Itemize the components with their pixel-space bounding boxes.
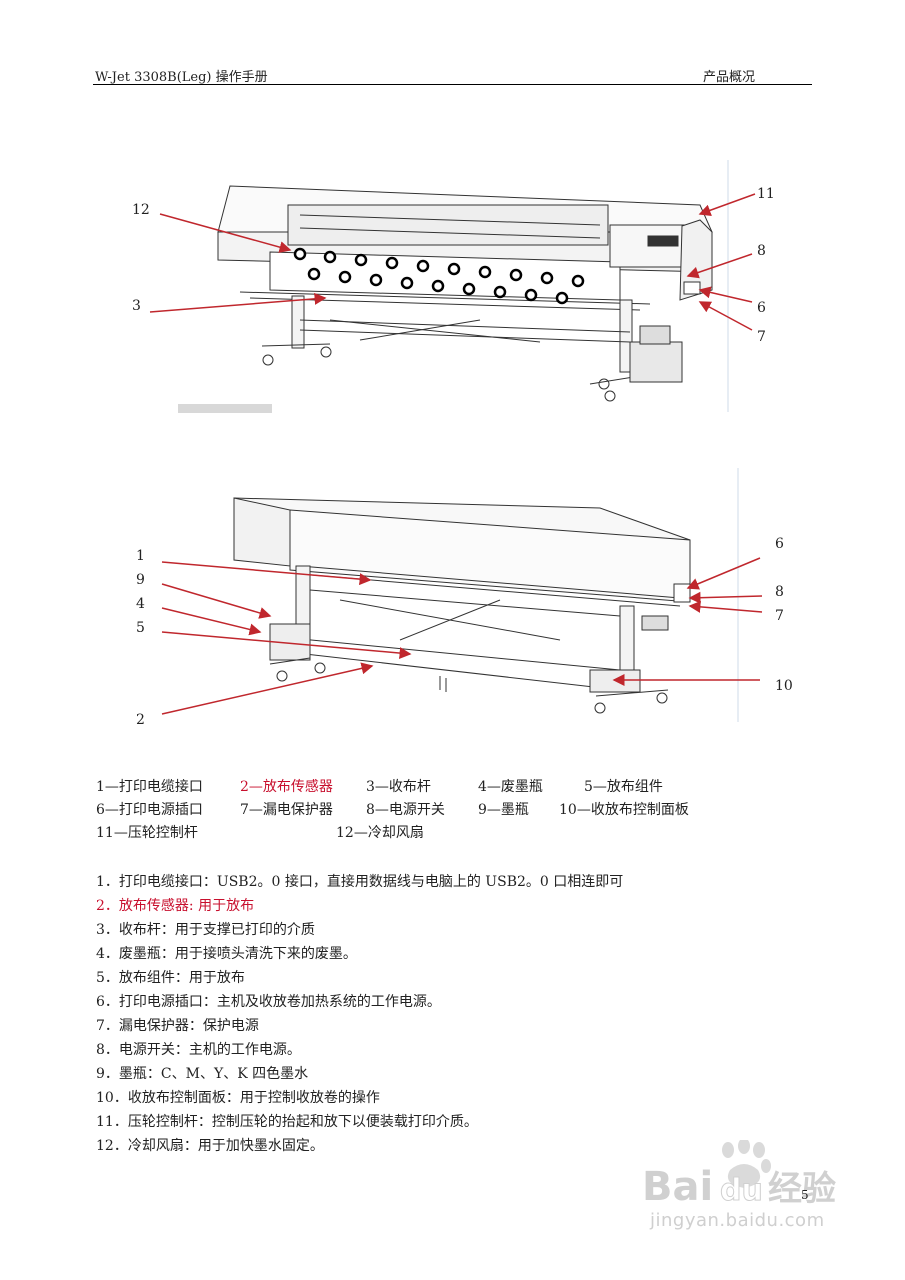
description-item: 4．废墨瓶：用于接喷头清洗下来的废墨。 bbox=[96, 946, 357, 962]
header-rule bbox=[93, 84, 812, 85]
parts-description-list: 1．打印电缆接口：USB2。0 接口，直接用数据线与电脑上的 USB2。0 口相… bbox=[96, 870, 623, 1158]
callout-2: 2 bbox=[136, 712, 145, 728]
description-item: 7．漏电保护器：保护电源 bbox=[96, 1018, 259, 1034]
legend-item: 5—放布组件 bbox=[584, 779, 663, 795]
callout-10: 10 bbox=[775, 678, 793, 694]
description-item: 11．压轮控制杆：控制压轮的抬起和放下以便装载打印介质。 bbox=[96, 1114, 478, 1130]
description-item: 2．放布传感器: 用于放布 bbox=[96, 898, 255, 914]
callout-7b: 7 bbox=[775, 608, 784, 624]
legend-item: 7—漏电保护器 bbox=[240, 802, 333, 818]
callout-9: 9 bbox=[136, 572, 145, 588]
header-title: W-Jet 3308B(Leg) 操作手册 bbox=[95, 70, 268, 85]
description-item: 6．打印电源插口：主机及收放卷加热系统的工作电源。 bbox=[96, 994, 441, 1010]
callout-6: 6 bbox=[757, 300, 766, 316]
callout-1: 1 bbox=[136, 548, 145, 564]
svg-text:Bai: Bai bbox=[642, 1164, 713, 1210]
callout-8: 8 bbox=[757, 243, 766, 259]
callout-12: 12 bbox=[132, 202, 150, 218]
page-number: 5 bbox=[801, 1188, 809, 1202]
description-item: 8．电源开关：主机的工作电源。 bbox=[96, 1042, 301, 1058]
legend-item: 3—收布杆 bbox=[366, 779, 431, 795]
legend-item: 11—压轮控制杆 bbox=[96, 825, 198, 841]
legend-item: 2—放布传感器 bbox=[240, 779, 333, 795]
callout-6b: 6 bbox=[775, 536, 784, 552]
legend-item: 6—打印电源插口 bbox=[96, 802, 203, 818]
description-item: 10．收放布控制面板：用于控制收放卷的操作 bbox=[96, 1090, 380, 1106]
callout-7: 7 bbox=[757, 329, 766, 345]
svg-text:经验: 经验 bbox=[768, 1169, 836, 1209]
description-item: 12．冷却风扇：用于加快墨水固定。 bbox=[96, 1138, 324, 1154]
description-item: 5．放布组件：用于放布 bbox=[96, 970, 245, 986]
printer-rear-figure: 1 9 4 5 2 6 8 7 10 bbox=[136, 468, 793, 728]
callout-8b: 8 bbox=[775, 584, 784, 600]
description-item: 1．打印电缆接口：USB2。0 接口，直接用数据线与电脑上的 USB2。0 口相… bbox=[96, 874, 624, 890]
legend-item: 10—收放布控制面板 bbox=[559, 802, 689, 818]
description-item: 9．墨瓶：C、M、Y、K 四色墨水 bbox=[96, 1066, 309, 1082]
legend-item: 1—打印电缆接口 bbox=[96, 779, 203, 795]
callout-4: 4 bbox=[136, 596, 145, 612]
callout-5: 5 bbox=[136, 620, 145, 636]
printer-front-figure: 12 3 11 8 6 7 bbox=[132, 160, 775, 413]
callout-3: 3 bbox=[132, 298, 141, 314]
description-item: 3．收布杆：用于支撑已打印的介质 bbox=[96, 922, 315, 938]
watermark-url: jingyan.baidu.com bbox=[650, 1210, 825, 1231]
callout-11: 11 bbox=[757, 186, 775, 202]
header-section: 产品概况 bbox=[702, 70, 755, 85]
svg-text:du: du bbox=[720, 1173, 763, 1208]
legend-item: 9—墨瓶 bbox=[478, 802, 529, 818]
legend-item: 12—冷却风扇 bbox=[336, 825, 424, 841]
legend-item: 4—废墨瓶 bbox=[478, 779, 543, 795]
legend-item: 8—电源开关 bbox=[366, 802, 445, 818]
baidu-jingyan-watermark: Bai du 经验 bbox=[642, 1140, 836, 1210]
